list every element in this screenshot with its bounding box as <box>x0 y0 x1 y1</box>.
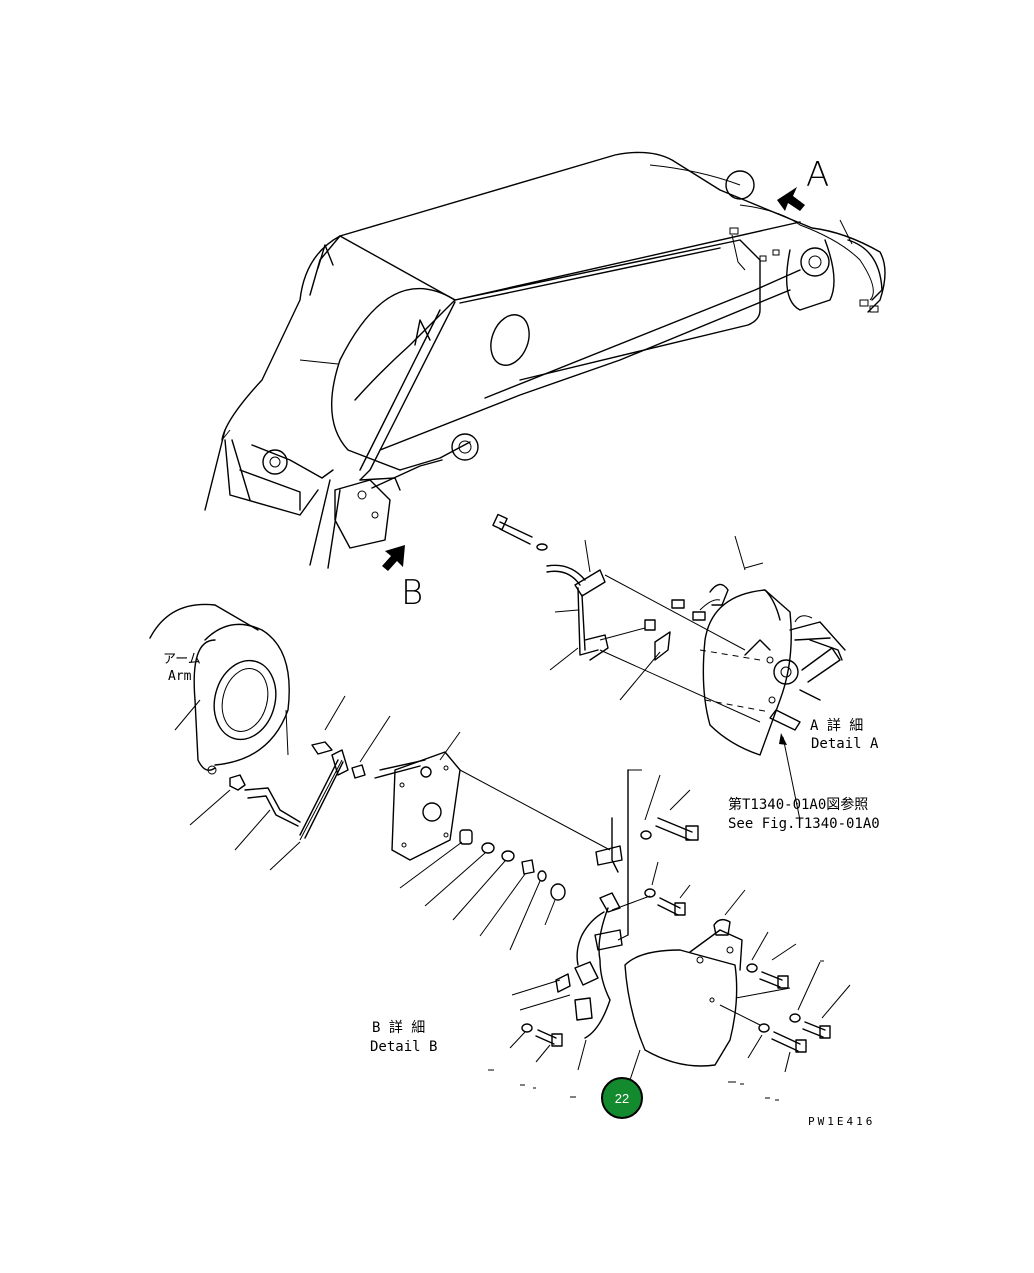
arrow-b-icon <box>382 545 405 571</box>
detail-b-en-label: Detail B <box>370 1039 437 1055</box>
callout-b: B <box>401 573 423 613</box>
detail-a-en-label: Detail A <box>811 736 879 752</box>
arm-bracket <box>149 603 290 775</box>
drawing-code: PW1E416 <box>808 1115 875 1128</box>
detail-a-exploded <box>492 513 846 821</box>
arm-jp-label: アーム <box>163 652 201 667</box>
detail-b-jp-label: B 詳 細 <box>372 1020 425 1036</box>
arm-en-label: Arm <box>168 669 192 684</box>
arm-assembly <box>204 151 886 569</box>
ref-en-label: See Fig.T1340-01A0 <box>728 816 880 832</box>
page-number: 22 <box>615 1091 629 1106</box>
callout-a: A <box>806 155 829 195</box>
arrow-a-icon <box>777 187 805 211</box>
ref-jp-label: 第T1340-01A0図参照 <box>728 796 868 813</box>
detail-b-exploded <box>189 695 851 1101</box>
page-number-badge: 22 <box>601 1077 643 1119</box>
detail-a-jp-label: A 詳 細 <box>810 718 863 734</box>
